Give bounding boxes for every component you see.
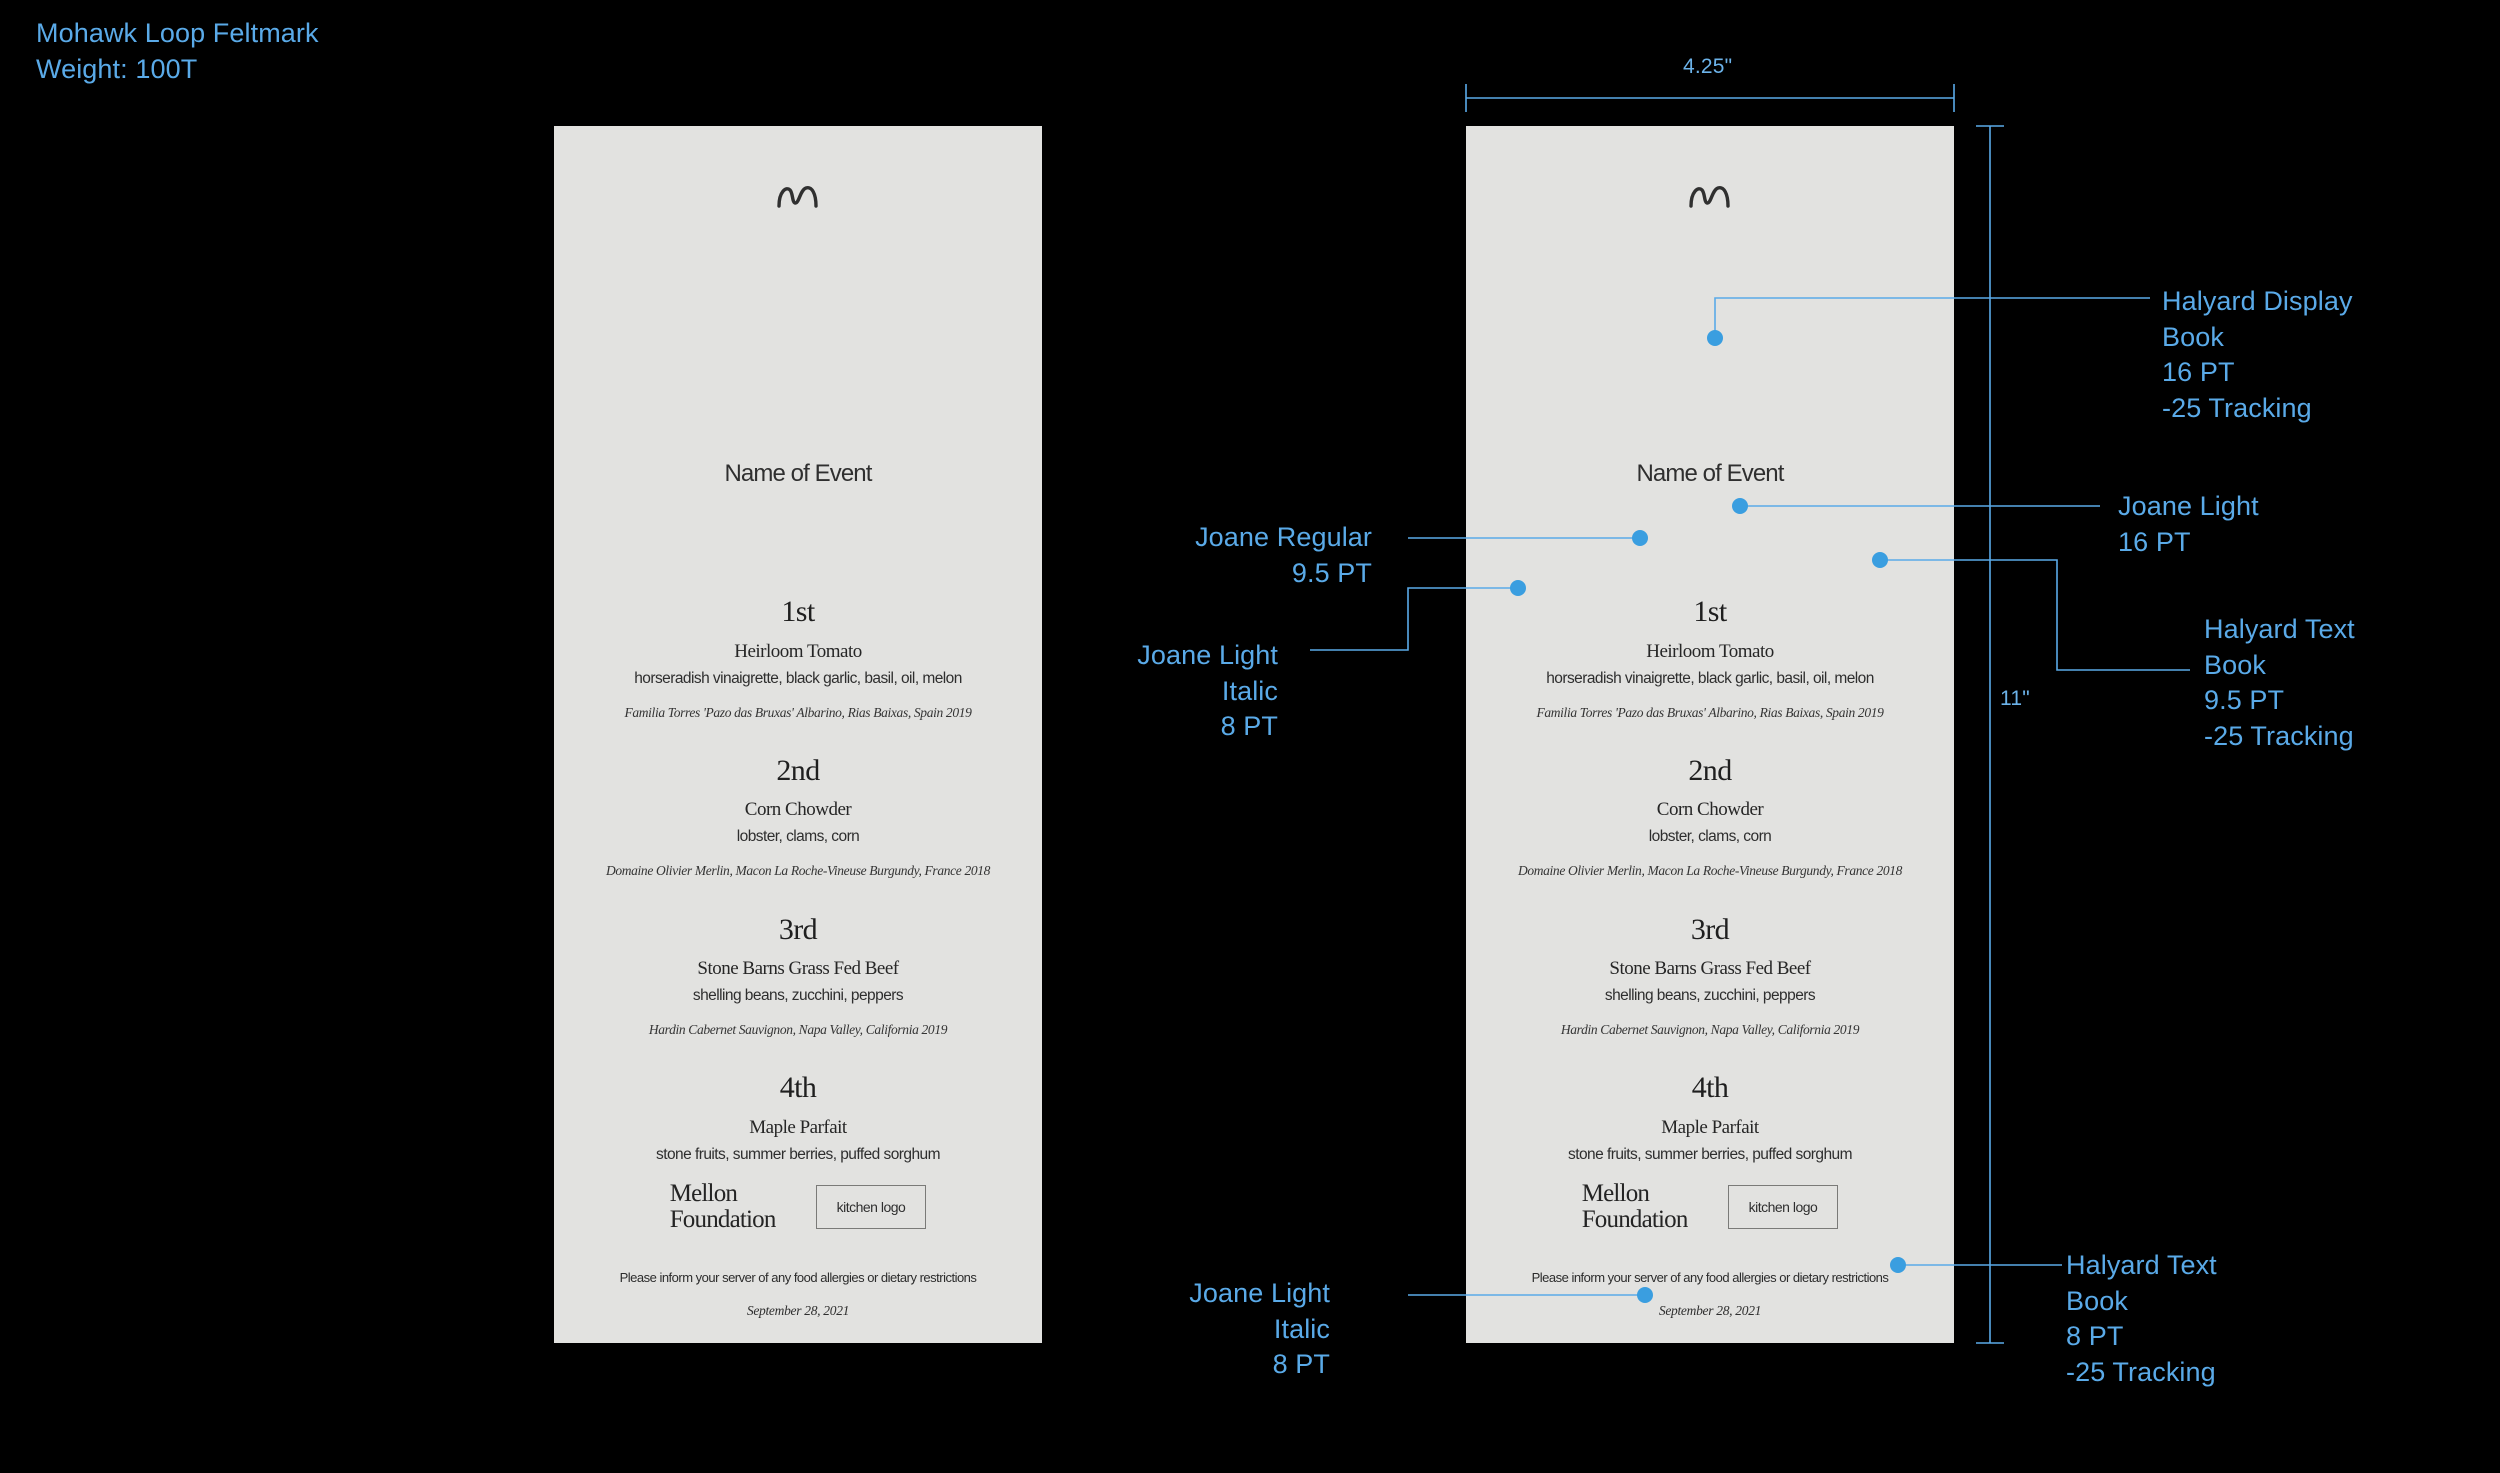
- course-number: 2nd: [776, 753, 820, 787]
- course-name: Stone Barns Grass Fed Beef: [697, 958, 899, 980]
- course-wine-pairing: Domaine Olivier Merlin, Macon La Roche-V…: [605, 863, 991, 879]
- course-number: 3rd: [1690, 912, 1730, 946]
- course-ingredients: stone fruits, summer berries, puffed sor…: [1568, 1145, 1852, 1163]
- course-name: Stone Barns Grass Fed Beef: [1609, 958, 1811, 980]
- width-dimension-label: 4.25": [1683, 55, 1733, 78]
- course-name: Heirloom Tomato: [734, 640, 862, 662]
- course-number: 4th: [779, 1071, 817, 1105]
- mellon-foundation-logo: Mellon Foundation: [669, 1180, 777, 1233]
- kitchen-logo-placeholder: kitchen logo: [1727, 1184, 1839, 1229]
- course-number: 2nd: [1688, 753, 1732, 787]
- course-ingredients: horseradish vinaigrette, black garlic, b…: [634, 669, 962, 687]
- event-date: September 28, 2021: [1658, 1303, 1762, 1318]
- course-number: 1st: [1693, 595, 1727, 628]
- course-ingredients: stone fruits, summer berries, puffed sor…: [656, 1145, 940, 1163]
- course-wine-pairing: Familia Torres 'Pazo das Bruxas' Albarin…: [624, 704, 972, 720]
- course-name: Heirloom Tomato: [1646, 640, 1774, 662]
- course-item: 4th Maple Parfait stone fruits, summer b…: [554, 1072, 1042, 1164]
- course-wine-pairing: Hardin Cabernet Sauvignon, Napa Valley, …: [1560, 1022, 1860, 1038]
- event-name: Name of Event: [724, 460, 872, 487]
- course-number: 3rd: [778, 912, 818, 946]
- course-name: Maple Parfait: [749, 1116, 847, 1138]
- course-item: 4th Maple Parfait stone fruits, summer b…: [1466, 1072, 1954, 1164]
- course-name: Corn Chowder: [1656, 799, 1764, 821]
- allergy-note: Please inform your server of any food al…: [619, 1270, 977, 1285]
- course-list: 1st Heirloom Tomato horseradish vinaigre…: [554, 596, 1042, 1198]
- paper-spec-line2: Weight: 100T: [36, 53, 198, 84]
- mellon-foundation-logo: Mellon Foundation: [1581, 1180, 1689, 1233]
- annotation-course-name-spec: Joane Regular 9.5 PT: [1195, 522, 1372, 588]
- annotation-course-number-spec: Joane Light 16 PT: [2118, 491, 2259, 557]
- allergy-note: Please inform your server of any food al…: [1531, 1270, 1889, 1285]
- paper-spec-line1: Mohawk Loop Feltmark: [36, 18, 319, 48]
- course-ingredients: horseradish vinaigrette, black garlic, b…: [1546, 669, 1874, 687]
- course-item: 1st Heirloom Tomato horseradish vinaigre…: [1466, 596, 1954, 721]
- menu-card-annotated[interactable]: Name of Event 1st Heirloom Tomato horser…: [1466, 126, 1954, 1343]
- course-ingredients: shelling beans, zucchini, peppers: [1604, 987, 1816, 1005]
- menu-card-preview[interactable]: Name of Event 1st Heirloom Tomato horser…: [554, 126, 1042, 1343]
- course-wine-pairing: Familia Torres 'Pazo das Bruxas' Albarin…: [1536, 704, 1884, 720]
- footer-logo-row: Mellon Foundation kitchen logo: [1466, 1181, 1954, 1232]
- course-wine-pairing: Hardin Cabernet Sauvignon, Napa Valley, …: [648, 1022, 948, 1038]
- mountain-squiggle-logo-icon: [1466, 182, 1954, 210]
- course-ingredients: lobster, clams, corn: [736, 828, 860, 846]
- annotation-event-name-spec: Halyard Display Book 16 PT -25 Tracking: [2162, 286, 2353, 423]
- course-number: 4th: [1691, 1071, 1729, 1105]
- annotation-allergy-spec: Halyard Text Book 8 PT -25 Tracking: [2066, 1250, 2217, 1387]
- menu-footer: Mellon Foundation kitchen logo Please in…: [1466, 1181, 1954, 1319]
- course-ingredients: shelling beans, zucchini, peppers: [692, 987, 904, 1005]
- course-list: 1st Heirloom Tomato horseradish vinaigre…: [1466, 596, 1954, 1198]
- event-name: Name of Event: [1636, 460, 1784, 487]
- height-dimension-label: 11": [2000, 687, 2030, 710]
- course-item: 3rd Stone Barns Grass Fed Beef shelling …: [1466, 914, 1954, 1039]
- course-item: 2nd Corn Chowder lobster, clams, corn Do…: [554, 755, 1042, 880]
- footer-logo-row: Mellon Foundation kitchen logo: [554, 1181, 1042, 1232]
- kitchen-logo-placeholder: kitchen logo: [815, 1184, 927, 1229]
- menu-footer: Mellon Foundation kitchen logo Please in…: [554, 1181, 1042, 1319]
- event-date: September 28, 2021: [746, 1303, 850, 1318]
- course-ingredients: lobster, clams, corn: [1648, 828, 1772, 846]
- annotation-date-spec: Joane Light Italic 8 PT: [1189, 1278, 1330, 1380]
- paper-spec-title: Mohawk Loop Feltmark Weight: 100T: [36, 16, 319, 87]
- course-number: 1st: [781, 595, 815, 628]
- course-item: 2nd Corn Chowder lobster, clams, corn Do…: [1466, 755, 1954, 880]
- course-name: Corn Chowder: [744, 799, 852, 821]
- mountain-squiggle-logo-icon: [554, 182, 1042, 210]
- annotation-ingredients-spec: Halyard Text Book 9.5 PT -25 Tracking: [2204, 614, 2355, 751]
- annotation-wine-spec: Joane Light Italic 8 PT: [1137, 640, 1278, 742]
- course-name: Maple Parfait: [1661, 1116, 1759, 1138]
- course-item: 1st Heirloom Tomato horseradish vinaigre…: [554, 596, 1042, 721]
- course-item: 3rd Stone Barns Grass Fed Beef shelling …: [554, 914, 1042, 1039]
- course-wine-pairing: Domaine Olivier Merlin, Macon La Roche-V…: [1517, 863, 1903, 879]
